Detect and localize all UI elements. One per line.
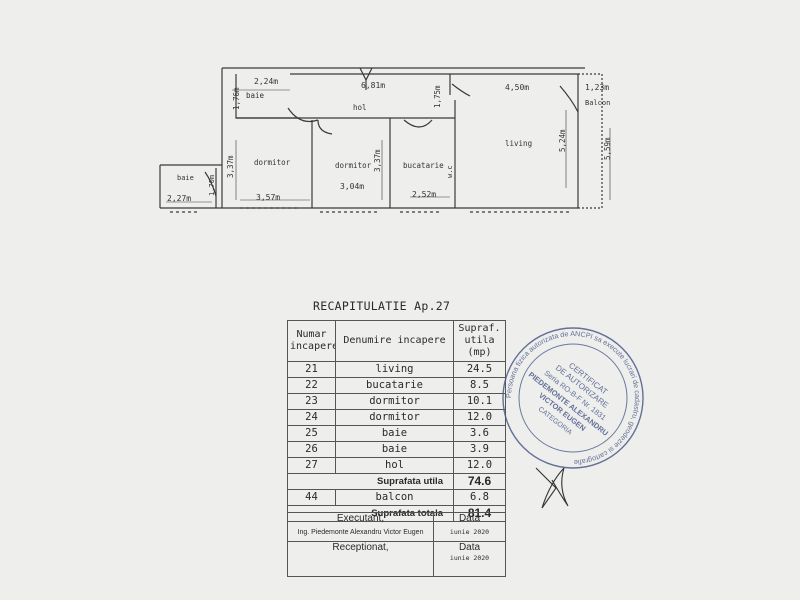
- room-label: Balcon: [585, 99, 610, 107]
- table-row: 25 baie 3.6: [287, 425, 506, 442]
- room-name: hol: [335, 457, 454, 474]
- dimension-label: 5,59m: [603, 137, 612, 160]
- room-name: balcon: [335, 489, 454, 506]
- room-label: w.c: [446, 165, 454, 178]
- dimension-label: 2,27m: [167, 194, 191, 203]
- data-cell-2: Data iunie 2020: [433, 541, 506, 577]
- receptionat-row: Receptionat, Data iunie 2020: [287, 541, 506, 577]
- table-row: 23 dormitor 10.1: [287, 393, 506, 410]
- room-number: 22: [287, 377, 336, 394]
- header-num: Numar incapere: [287, 320, 336, 362]
- dimension-label: 1,76m: [232, 87, 241, 110]
- door-swing-1: [287, 107, 319, 123]
- room-label: dormitor: [254, 158, 291, 167]
- room-label: baie: [246, 91, 265, 100]
- dimension-label: 5,24m: [558, 129, 567, 152]
- door-swing-5: [204, 171, 217, 197]
- room-number: 25: [287, 425, 336, 442]
- recap-header-row: Numar incapere Denumire incapere Supraf.…: [287, 320, 506, 362]
- room-label: baie: [177, 174, 194, 182]
- room-number: 26: [287, 441, 336, 458]
- room-number: 24: [287, 409, 336, 426]
- room-area: 12.0: [453, 409, 506, 426]
- window-marks: [170, 207, 570, 213]
- table-row: 24 dormitor 12.0: [287, 409, 506, 426]
- balcony-outline: [578, 73, 603, 209]
- official-stamp: Persoana fizica autorizata de ANCPI sa e…: [502, 327, 644, 509]
- room-label: living: [505, 139, 532, 148]
- dimension-label: 1,70m: [208, 175, 216, 196]
- room-name: dormitor: [335, 409, 454, 426]
- header-supr: Supraf. utila (mp): [453, 320, 506, 362]
- room-area: 3.6: [453, 425, 506, 442]
- room-name: baie: [335, 425, 454, 442]
- room-number: 23: [287, 393, 336, 410]
- dimension-label: 1,23m: [585, 83, 609, 92]
- table-row: 27 hol 12.0: [287, 457, 506, 474]
- room-name: bucatarie: [335, 377, 454, 394]
- recap-table: Numar incapere Denumire incapere Supraf.…: [287, 320, 506, 522]
- dimension-label: 4,50m: [505, 83, 529, 92]
- room-name: baie: [335, 441, 454, 458]
- signature-scribble: [535, 467, 569, 509]
- header-den: Denumire incapere: [335, 320, 454, 362]
- executant-cell: Executant, Ing. Piedemonte Alexandru Vic…: [287, 512, 434, 542]
- table-row: 22 bucatarie 8.5: [287, 377, 506, 394]
- room-area: 6.8: [453, 489, 506, 506]
- room-name: dormitor: [335, 393, 454, 410]
- receptionat-label: Receptionat,: [332, 542, 389, 553]
- data-label-1: Data: [458, 513, 481, 524]
- door-swing-4: [559, 85, 579, 113]
- dimension-label: 3,37m: [226, 155, 235, 178]
- room-name: living: [335, 361, 454, 378]
- room-number: 27: [287, 457, 336, 474]
- room-label: bucatarie: [403, 161, 444, 170]
- data-value-2: iunie 2020: [449, 554, 490, 562]
- executant-row: Executant, Ing. Piedemonte Alexandru Vic…: [287, 512, 506, 542]
- util-label: Suprafata utila: [287, 473, 454, 490]
- room-label: dormitor: [335, 161, 372, 170]
- table-row: 21 living 24.5: [287, 361, 506, 378]
- floor-plan: baie hol living Balcon dormitor dormitor…: [159, 67, 612, 213]
- dimension-label: 2,24m: [254, 77, 278, 86]
- signature-table: Executant, Ing. Piedemonte Alexandru Vic…: [287, 512, 506, 577]
- executant-label: Executant,: [336, 513, 385, 524]
- dimension-label: 3,57m: [256, 193, 280, 202]
- data-value-1: iunie 2020: [449, 528, 490, 536]
- door-swing-2: [317, 119, 333, 135]
- dimension-label: 6,81m: [361, 81, 385, 90]
- dimension-label: 3,37m: [373, 149, 382, 172]
- data-cell-1: Data iunie 2020: [433, 512, 506, 542]
- executant-name: Ing. Piedemonte Alexandru Victor Eugen: [297, 529, 424, 536]
- room-number: 44: [287, 489, 336, 506]
- table-row: 26 baie 3.9: [287, 441, 506, 458]
- room-area: 10.1: [453, 393, 506, 410]
- dimension-label: 2,52m: [412, 190, 436, 199]
- entrance-arrow: [359, 67, 373, 90]
- recap-title: RECAPITULATIE Ap.27: [313, 299, 451, 313]
- door-swing-3: [403, 119, 433, 128]
- room-label: hol: [353, 103, 367, 112]
- dimension-label: 3,04m: [340, 182, 364, 191]
- dimension-label: 1,75m: [433, 85, 442, 108]
- data-label-2: Data: [458, 542, 481, 553]
- receptionat-cell: Receptionat,: [287, 541, 434, 577]
- util-row: Suprafata utila 74.6: [287, 473, 506, 490]
- wall-bath-left: [159, 164, 222, 208]
- room-number: 21: [287, 361, 336, 378]
- table-row: 44 balcon 6.8: [287, 489, 506, 506]
- door-swing-6: [451, 83, 471, 97]
